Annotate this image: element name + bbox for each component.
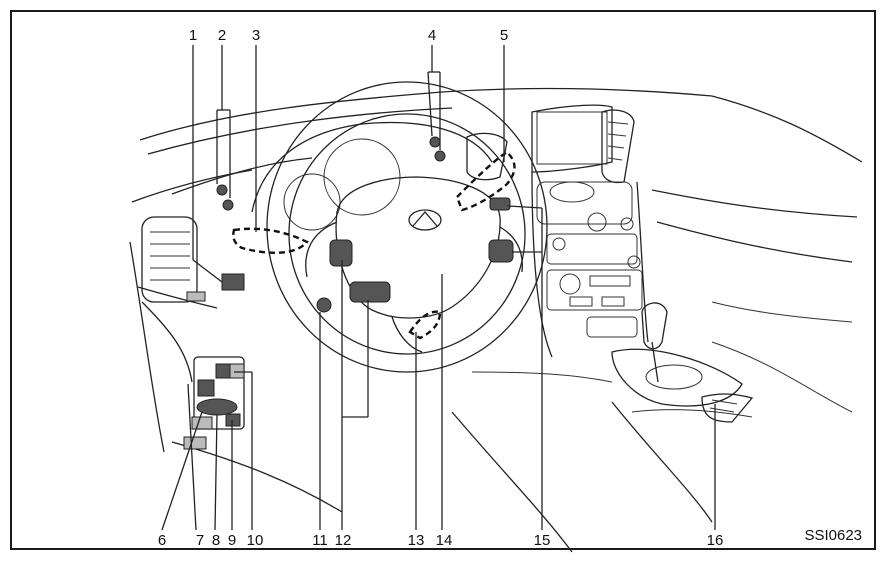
left-air-vent	[141, 216, 206, 303]
figure-code: SSI0623	[804, 527, 862, 544]
callout-15: 15	[534, 532, 551, 549]
callout-3: 3	[252, 27, 260, 44]
wiper-lever	[455, 150, 516, 212]
callout-7: 7	[196, 532, 204, 549]
callout-2: 2	[218, 27, 226, 44]
steering-column-lever	[408, 310, 442, 340]
lower-spoke-switch	[349, 281, 391, 303]
trunk-switch	[221, 273, 245, 291]
callout-6: 6	[158, 532, 166, 549]
paddle-switch-upper	[216, 184, 228, 196]
callout-1: 1	[189, 27, 197, 44]
ignition-key-switch	[316, 297, 332, 313]
left-spoke-switch	[329, 239, 353, 267]
callout-8: 8	[212, 532, 220, 549]
center-console	[466, 104, 754, 423]
headlight-lever	[232, 227, 309, 254]
dashboard-outline	[129, 87, 863, 553]
dashboard-illustration: 1 2 3 4 5 6 7 8 9 10 11 12 13 14 15 16	[129, 27, 863, 553]
steering-wheel	[266, 81, 548, 373]
paddle-switch-lower	[222, 199, 234, 211]
callout-14: 14	[436, 532, 453, 549]
diagram-frame: 1 2 3 4 5 6 7 8 9 10 11 12 13 14 15 16 S…	[10, 10, 876, 553]
callout-10: 10	[247, 532, 264, 549]
callout-11: 11	[312, 532, 328, 549]
right-paddle-upper	[429, 136, 441, 148]
callout-9: 9	[228, 532, 236, 549]
callout-5: 5	[500, 27, 508, 44]
callout-13: 13	[408, 532, 425, 549]
right-paddle-lower	[434, 150, 446, 162]
lower-left-switch-panel	[183, 356, 245, 450]
right-spoke-switch	[488, 239, 514, 263]
shift-lever	[641, 302, 703, 390]
instrument-cluster	[251, 121, 493, 231]
callout-4: 4	[428, 27, 436, 44]
leader-lines	[161, 45, 716, 531]
infiniti-logo-icon	[408, 209, 442, 231]
callout-16: 16	[707, 532, 724, 549]
callout-labels: 1 2 3 4 5 6 7 8 9 10 11 12 13 14 15 16	[158, 27, 724, 549]
callout-12: 12	[335, 532, 352, 549]
